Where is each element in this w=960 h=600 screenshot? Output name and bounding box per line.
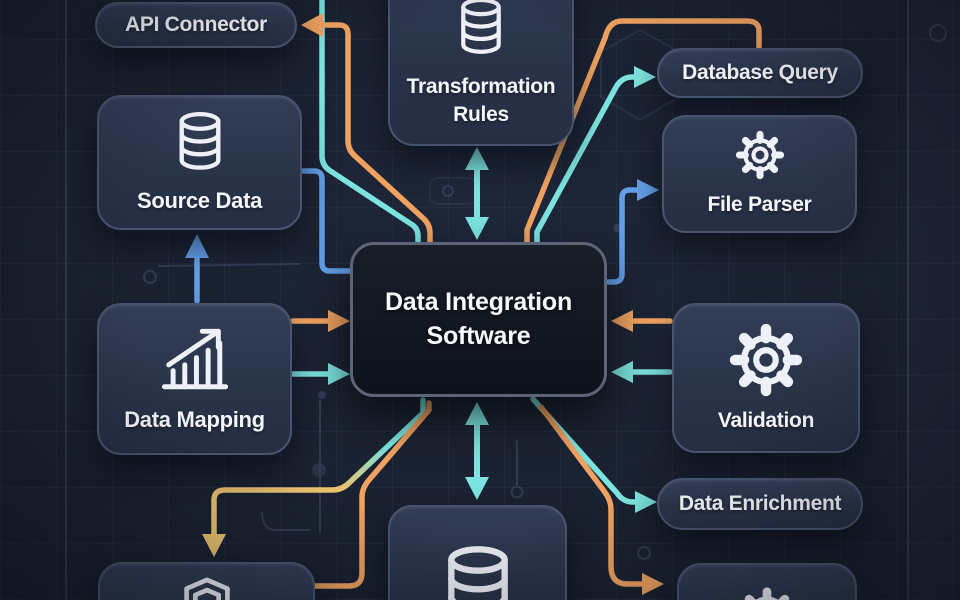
node-data-integration-software: Data Integration Software — [350, 242, 607, 397]
connector-source-data-to-center — [300, 168, 355, 274]
node-label: API Connector — [125, 13, 267, 37]
connector-top-to-center-cyan — [319, 0, 421, 245]
node-bottom-center-partial — [388, 505, 567, 600]
node-api-connector: API Connector — [95, 2, 297, 48]
gear-icon — [727, 321, 805, 399]
node-database-query: Database Query — [657, 48, 863, 98]
connector-transformation-center-double-arrow — [465, 147, 489, 240]
connector-center-to-data-enrichment-cyan — [530, 396, 657, 513]
node-file-parser: File Parser — [662, 115, 857, 233]
connector-data-mapping-to-center-cyan — [290, 363, 350, 385]
center-node-label: Data Integration Software — [384, 288, 573, 350]
gear-icon — [735, 585, 799, 600]
node-label: File Parser — [707, 193, 812, 217]
node-validation: Validation — [672, 303, 860, 453]
connector-center-to-database-query-cyan — [534, 66, 656, 245]
connector-center-to-api-connector-orange — [301, 13, 433, 245]
bar-chart-icon — [157, 324, 233, 394]
connector-center-to-bottom-left-side-orange — [312, 400, 432, 589]
node-label: Database Query — [682, 61, 838, 85]
node-label: Transformation Rules — [406, 75, 556, 126]
node-transformation-rules: Transformation Rules — [388, 0, 574, 146]
node-source-data: Source Data — [97, 95, 302, 230]
node-bottom-right-partial — [677, 563, 857, 600]
connector-data-mapping-to-center-orange — [290, 310, 350, 332]
connector-center-to-file-parser — [605, 179, 659, 285]
database-icon — [438, 543, 518, 600]
database-icon — [454, 0, 508, 58]
connector-center-storage-double-arrow — [465, 402, 489, 500]
node-data-mapping: Data Mapping — [97, 303, 292, 455]
database-icon — [172, 110, 228, 174]
circuit-decoration — [65, 0, 947, 600]
background-right-band — [908, 0, 960, 600]
connector-center-to-bottom-right-orange — [538, 404, 664, 595]
connector-validation-to-center-cyan — [611, 361, 673, 383]
shield-badge-icon — [172, 574, 242, 600]
connector-validation-to-center-orange — [611, 310, 673, 332]
connector-center-to-database-query-orange — [524, 18, 762, 245]
connector-data-mapping-to-source-data — [185, 234, 209, 304]
node-label: Data Mapping — [124, 406, 265, 432]
connector-center-to-bottom-left-gradient — [202, 397, 426, 557]
node-label: Validation — [717, 409, 815, 433]
node-data-enrichment: Data Enrichment — [657, 478, 863, 530]
node-bottom-left-partial — [98, 562, 315, 600]
node-label: Source Data — [136, 187, 263, 213]
node-label: Data Enrichment — [678, 492, 842, 516]
gear-icon — [734, 129, 786, 181]
